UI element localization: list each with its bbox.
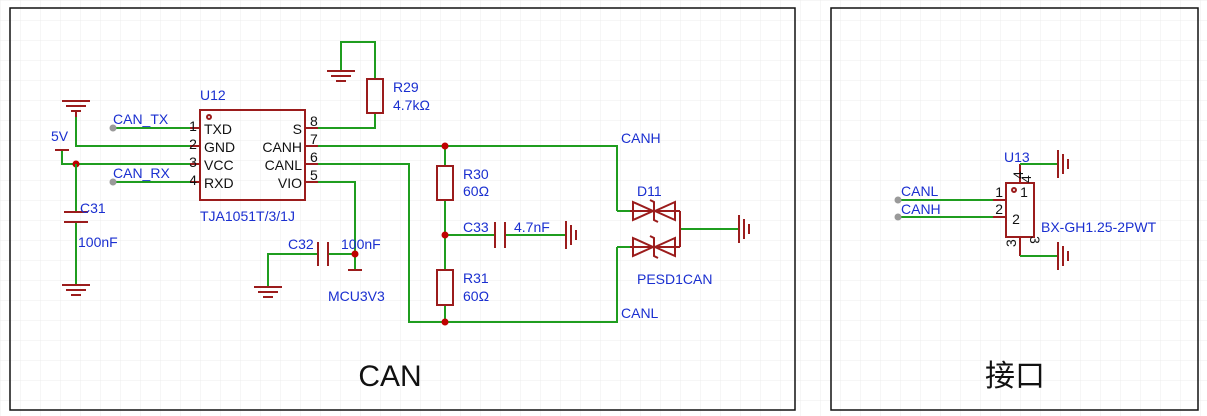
can-tx-port[interactable] [109,124,117,132]
interface-wiring: CANL CANH [894,163,1058,257]
u12-pin3-num: 3 [189,154,197,170]
u12-pin7-name: CANH [262,139,302,155]
u12-ref: U12 [200,87,226,103]
net-label-canl: CANL [621,305,659,321]
ground-icon [565,221,577,249]
ground-icon [62,284,90,296]
r29-value: 4.7kΩ [393,97,430,113]
ground-icon [327,70,355,82]
u13-pin2-num: 2 [995,201,1003,217]
u13-pin1-name: 1 [1020,184,1028,200]
c31-value: 100nF [78,234,118,250]
net-label-5v: 5V [51,128,69,144]
interface-sheet-title: 接口 [985,360,1045,393]
c32-ref: C32 [288,236,314,252]
u12-pin1-num: 1 [189,118,197,134]
junction-canh [441,142,449,150]
u13-pin4-num: 4 [1010,171,1026,179]
u13-pin4-name: 4 [1018,175,1034,183]
ground-icon [62,100,90,117]
u13-ref: U13 [1004,149,1030,165]
r31-resistor[interactable]: R31 60Ω [436,269,489,306]
can-rx-port[interactable] [109,178,117,186]
u13-pin1-num: 1 [995,184,1003,200]
c31-capacitor[interactable]: C31 100nF [64,200,118,250]
u12-pin5-num: 5 [310,167,318,183]
iface-canl-port[interactable] [894,196,902,204]
net-label-can-tx: CAN_TX [113,111,169,127]
c32-capacitor[interactable]: C32 100nF [288,236,381,266]
net-label-can-rx: CAN_RX [113,165,170,181]
u12-transceiver[interactable]: U12 TJA1051T/3/1J 1 2 3 4 TXD GND VCC RX… [189,87,318,224]
c33-capacitor[interactable]: C33 4.7nF [463,219,550,248]
net-label-iface-canl: CANL [901,183,939,199]
c33-ref: C33 [463,219,489,235]
u12-pin6-name: CANL [265,157,303,173]
ground-icon [254,286,282,298]
u12-pin3-name: VCC [204,157,234,173]
c31-ref: C31 [80,200,106,216]
u13-value: BX-GH1.25-2PWT [1041,219,1157,235]
c33-value: 4.7nF [514,219,550,235]
u12-pin4-num: 4 [189,172,197,188]
u12-pin8-name: S [293,121,302,137]
u13-pin2-name: 2 [1012,211,1020,227]
can-sheet-title: CAN [358,360,421,393]
u12-pin2-num: 2 [189,136,197,152]
left-wiring: CAN_TX CAN_RX 5V [51,111,190,285]
iface-canh-port[interactable] [894,213,902,221]
u13-pin1-marker [1011,187,1017,193]
junction-mid [441,231,449,239]
u12-pin7-num: 7 [310,131,318,147]
ground-icon [1057,242,1069,270]
r29-resistor[interactable]: R29 4.7kΩ [366,78,430,114]
r29-ref: R29 [393,79,419,95]
d11-value: PESD1CAN [637,271,712,287]
c32-value: 100nF [341,236,381,252]
r29-wiring [318,41,376,129]
u12-value: TJA1051T/3/1J [200,208,295,224]
u12-pin1-marker [206,114,212,120]
vio-wiring: MCU3V3 [267,181,385,304]
interface-sheet-frame [830,7,1199,411]
junction-canl [441,318,449,326]
u12-pin1-name: TXD [204,121,232,137]
net-label-iface-canh: CANH [901,201,941,217]
u12-pin4-name: RXD [204,175,234,191]
ground-icon [738,215,750,243]
u12-pin2-name: GND [204,139,235,155]
u12-body [199,109,306,201]
d11-ref: D11 [637,183,662,199]
u12-pin5-name: VIO [278,175,302,191]
r31-ref: R31 [463,270,489,286]
junction-vio [351,250,359,258]
r30-value: 60Ω [463,183,489,199]
can-bus-wiring: CANH CANL [318,130,739,326]
u13-pin3-name: 3 [1027,236,1043,244]
ground-icon [1057,150,1069,178]
can-sheet-frame [9,7,796,411]
net-label-mcu3v3: MCU3V3 [328,288,385,304]
r30-resistor[interactable]: R30 60Ω [436,165,489,201]
u12-pin6-num: 6 [310,149,318,165]
r31-value: 60Ω [463,288,489,304]
u13-connector[interactable]: U13 BX-GH1.25-2PWT 1 2 2 1 3 3 4 4 [993,149,1157,256]
u12-pin8-num: 8 [310,113,318,129]
d11-tvs-diode[interactable]: D11 PESD1CAN [630,183,712,287]
net-label-canh: CANH [621,130,661,146]
u13-pin3-num: 3 [1003,239,1019,247]
r30-ref: R30 [463,166,489,182]
